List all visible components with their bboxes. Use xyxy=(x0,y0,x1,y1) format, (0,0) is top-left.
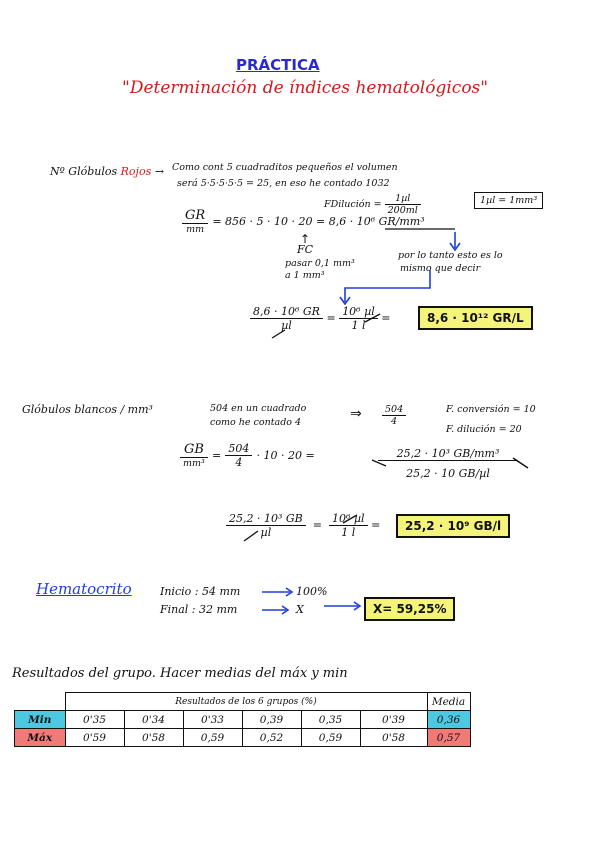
table-header: Resultados de los 6 grupos (%) xyxy=(64,692,428,711)
white-cells-label: Glóbulos blancos / mm³ xyxy=(22,403,153,416)
implies-arrow-icon: ⇒ xyxy=(350,406,362,422)
hematocrit-start-value: 100% xyxy=(296,585,328,598)
group-results-title: Resultados del grupo. Hacer medias del m… xyxy=(12,666,348,681)
result-arrow-icon xyxy=(344,270,431,302)
table-cell: 0'58 xyxy=(359,728,428,747)
table-cell: 0'33 xyxy=(182,710,243,729)
table-cell: 0,35 xyxy=(300,710,361,729)
red-cells-label: Nº Glóbulos Rojos → xyxy=(50,165,164,178)
table-cell: 0'34 xyxy=(123,710,184,729)
table-cell: 0'58 xyxy=(123,728,184,747)
table-cell: 0'35 xyxy=(64,710,125,729)
white-result-box: 25,2 · 10⁹ GB/l xyxy=(396,514,511,538)
row-label-max: Máx xyxy=(14,728,66,747)
media-min: 0,36 xyxy=(426,710,471,729)
fc-note-4: mismo que decir xyxy=(400,263,481,274)
page-title: PRÁCTICA xyxy=(236,56,320,74)
group-results-table: Resultados de los 6 grupos (%) Media Min… xyxy=(14,692,471,747)
table-cell: 0,59 xyxy=(300,728,361,747)
table-row-max: Máx 0'59 0'58 0,59 0,52 0,59 0'58 0,57 xyxy=(14,728,471,747)
hematocrit-end: Final : 32 mm xyxy=(160,603,238,616)
white-desc-2: como he contado 4 xyxy=(210,417,302,428)
arrow-icon: → xyxy=(154,165,164,178)
red-result-box: 8,6 · 10¹² GR/L xyxy=(418,306,533,330)
table-cell: 0,59 xyxy=(182,728,243,747)
page-subtitle: "Determinación de índices hematológicos" xyxy=(122,78,489,98)
dilution-factor-white: F. dilución = 20 xyxy=(446,424,522,435)
red-explanation-1: Como cont 5 cuadraditos pequeños el volu… xyxy=(172,162,398,173)
media-max: 0,57 xyxy=(426,728,471,747)
up-arrow-icon: ↑ xyxy=(300,232,311,246)
table-cell: 0,52 xyxy=(241,728,302,747)
hematocrit-end-value: X xyxy=(296,603,304,616)
media-header: Media xyxy=(426,692,471,711)
fc-note-3: por lo tanto esto es lo xyxy=(398,250,503,261)
red-word: Rojos xyxy=(120,165,152,178)
row-label-min: Min xyxy=(14,710,66,729)
hematocrit-start: Inicio : 54 mm xyxy=(160,585,241,598)
white-desc-1: 504 en un cuadrado xyxy=(210,403,307,414)
table-cell: 0'39 xyxy=(359,710,428,729)
table-row-min: Min 0'35 0'34 0'33 0,39 0,35 0'39 0,36 xyxy=(14,710,471,729)
table-cell: 0,39 xyxy=(241,710,302,729)
table-header-row: Resultados de los 6 grupos (%) Media xyxy=(15,692,471,711)
fc-label: FC xyxy=(297,243,314,256)
conversion-box: 1µl = 1mm³ xyxy=(474,192,544,209)
red-explanation-2: será 5·5·5·5·5 = 25, en eso he contado 1… xyxy=(177,178,390,189)
hematocrit-result-box: X= 59,25% xyxy=(364,597,456,621)
fc-note-2: a 1 mm³ xyxy=(285,270,325,281)
table-cell: 0'59 xyxy=(64,728,125,747)
hematocrit-title: Hematocrito xyxy=(36,580,132,598)
conversion-factor: F. conversión = 10 xyxy=(446,404,536,415)
fc-note-1: pasar 0,1 mm³ xyxy=(285,258,355,269)
